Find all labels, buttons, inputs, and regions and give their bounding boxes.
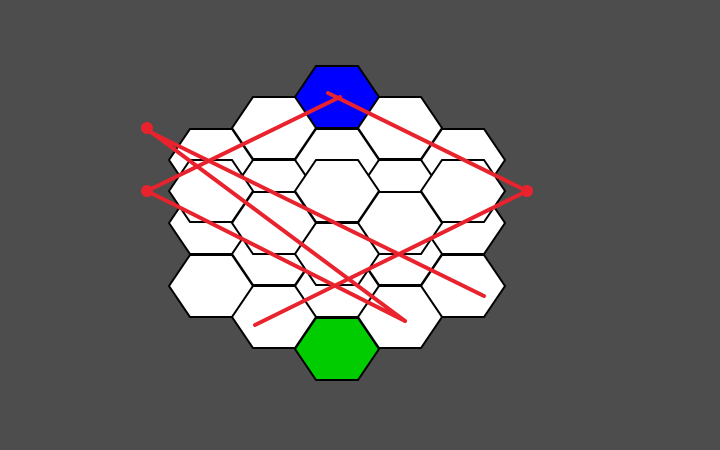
hex-cell-empty[interactable] (293, 222, 381, 286)
laser-segment (326, 91, 529, 193)
laser-paths (145, 91, 529, 327)
hex-cell-goal[interactable] (293, 317, 381, 381)
laser-emitter-node[interactable] (521, 185, 533, 197)
laser-segment (145, 189, 407, 323)
laser-segment (148, 130, 486, 298)
laser-segment (253, 189, 529, 327)
laser-segment (145, 127, 407, 323)
laser-emitter-node[interactable] (141, 122, 153, 134)
laser-emitter-node[interactable] (141, 185, 153, 197)
laser-segment (145, 95, 342, 193)
laser-emitters (141, 122, 533, 197)
